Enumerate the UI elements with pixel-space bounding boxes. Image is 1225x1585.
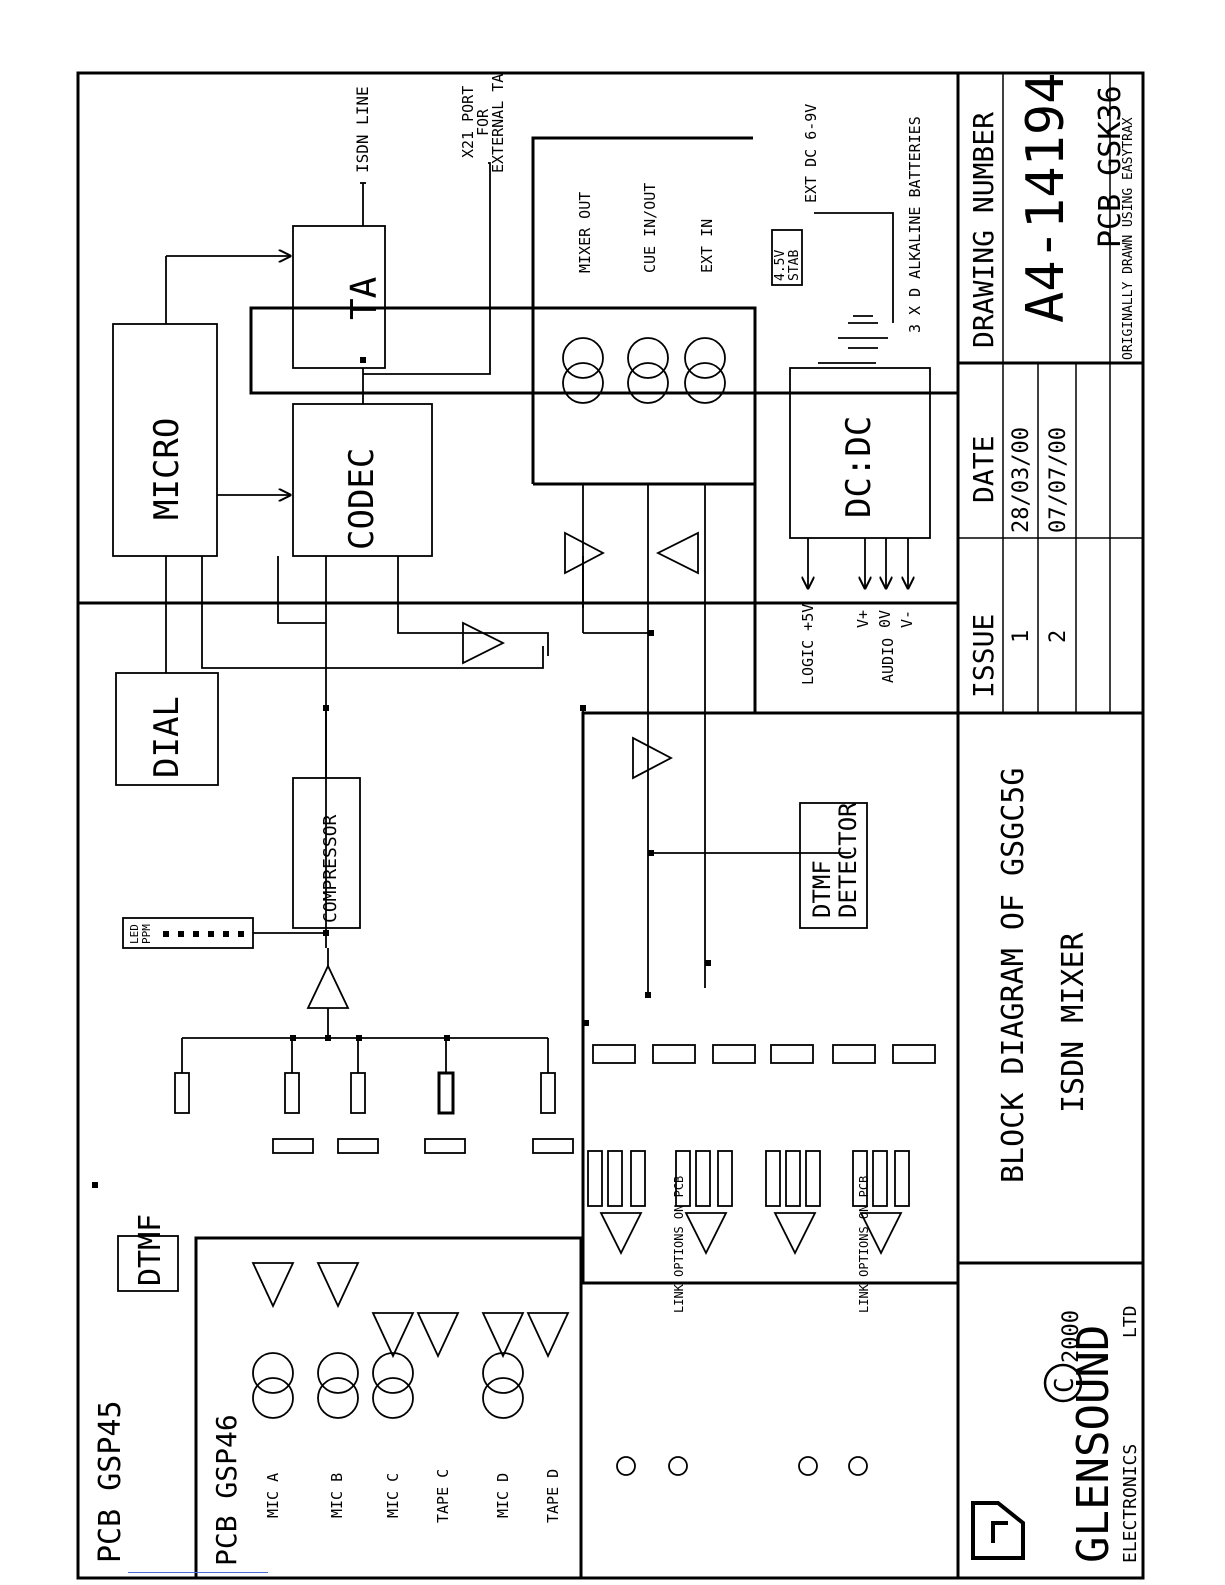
diagram-title-line1: BLOCK DIAGRAM OF GSGC5G xyxy=(996,768,1031,1183)
dtmf-detector-block xyxy=(799,802,868,929)
copyright-year: 2000 xyxy=(1059,1310,1084,1363)
dtmf-detector-line1: DTMF xyxy=(808,860,836,918)
issue-1: 1 xyxy=(1009,630,1034,643)
input-mic-d: MIC D xyxy=(494,1473,512,1518)
micro-block xyxy=(112,323,218,557)
ta-label: TA xyxy=(344,276,385,320)
dtmf-label: DTMF xyxy=(133,1214,168,1286)
copyright-mark xyxy=(1043,1363,1083,1403)
link-options-1: LINK OPTIONS ON PCB xyxy=(672,1176,686,1313)
x21-label-1: X21 PORT xyxy=(459,86,477,158)
ext-dc-label: EXT DC 6-9V xyxy=(802,104,820,203)
rail-vminus: V- xyxy=(898,610,916,628)
date-label: DATE xyxy=(967,436,1000,503)
link-options-2: LINK OPTIONS ON PCB xyxy=(857,1176,871,1313)
issue-2: 2 xyxy=(1046,630,1071,643)
drawing-note: ORIGINALLY DRAWN USING EASYTRAX xyxy=(1121,117,1136,360)
dcdc-block xyxy=(789,367,931,539)
input-mic-b: MIC B xyxy=(328,1473,346,1518)
rail-0v: 0V xyxy=(876,610,894,628)
led-ppm-label-2: PPM xyxy=(140,924,153,944)
stab-block xyxy=(771,229,803,286)
date-2: 07/07/00 xyxy=(1046,427,1071,533)
drawing-number: A4-14194 xyxy=(1016,73,1076,323)
diagram-title-line2: ISDN MIXER xyxy=(1056,931,1091,1113)
company-sub: ELECTRONICS xyxy=(1120,1444,1141,1563)
x21-label-2: FOR xyxy=(474,108,492,136)
pcb-gsp46-boundary xyxy=(194,1236,583,1580)
input-mic-a: MIC A xyxy=(264,1473,282,1518)
gsp45-output-region xyxy=(581,711,960,1285)
compressor-label: COMPRESSOR xyxy=(320,814,341,923)
input-tape-d: TAPE D xyxy=(544,1469,562,1523)
batteries-label: 3 X D ALKALINE BATTERIES xyxy=(906,116,924,333)
drawing-number-label: DRAWING NUMBER xyxy=(967,112,1000,348)
mixer-out-label: MIXER OUT xyxy=(576,192,594,273)
isdn-line-label: ISDN LINE xyxy=(353,86,372,173)
input-tape-c: TAPE C xyxy=(434,1469,452,1523)
micro-label: MICRO xyxy=(147,418,187,520)
dtmf-detector-line2: DETECTOR xyxy=(834,802,862,918)
logic-label: LOGIC +5V xyxy=(799,604,817,685)
codec-label: CODEC xyxy=(342,448,382,550)
ta-block xyxy=(292,225,386,369)
pcb-gsk36-label: PCB GSK36 xyxy=(1093,85,1128,248)
dcdc-label: DC:DC xyxy=(839,416,879,518)
company-name: GLENSOUND xyxy=(1068,1325,1119,1563)
led-ppm-label-1: LED xyxy=(128,924,141,944)
cue-in-out-label: CUE IN/OUT xyxy=(641,183,659,273)
company-ltd: LTD xyxy=(1120,1305,1141,1338)
copyright-symbol: C xyxy=(1050,1377,1080,1393)
audio-label: AUDIO xyxy=(879,638,897,683)
rail-vplus: V+ xyxy=(854,610,872,628)
stab-label-2: STAB xyxy=(787,250,802,281)
dtmf-block xyxy=(117,1235,179,1292)
pcb-gsp45-label: PCB GSP45 xyxy=(93,1400,128,1563)
dial-label: DIAL xyxy=(147,696,187,778)
x21-label-3: EXTERNAL TA xyxy=(489,74,507,173)
pcb-gsp46-label: PCB GSP46 xyxy=(210,1414,243,1566)
input-mic-c: MIC C xyxy=(384,1473,402,1518)
sheet-border xyxy=(76,71,1145,1580)
page-link-underline[interactable] xyxy=(128,1572,268,1573)
issue-label: ISSUE xyxy=(967,614,1000,698)
date-1: 28/03/00 xyxy=(1009,427,1034,533)
glensound-logo xyxy=(971,1501,1025,1560)
ext-in-label: EXT IN xyxy=(698,219,716,273)
dial-block xyxy=(115,672,219,786)
stab-label-1: 4.5V xyxy=(773,250,788,281)
